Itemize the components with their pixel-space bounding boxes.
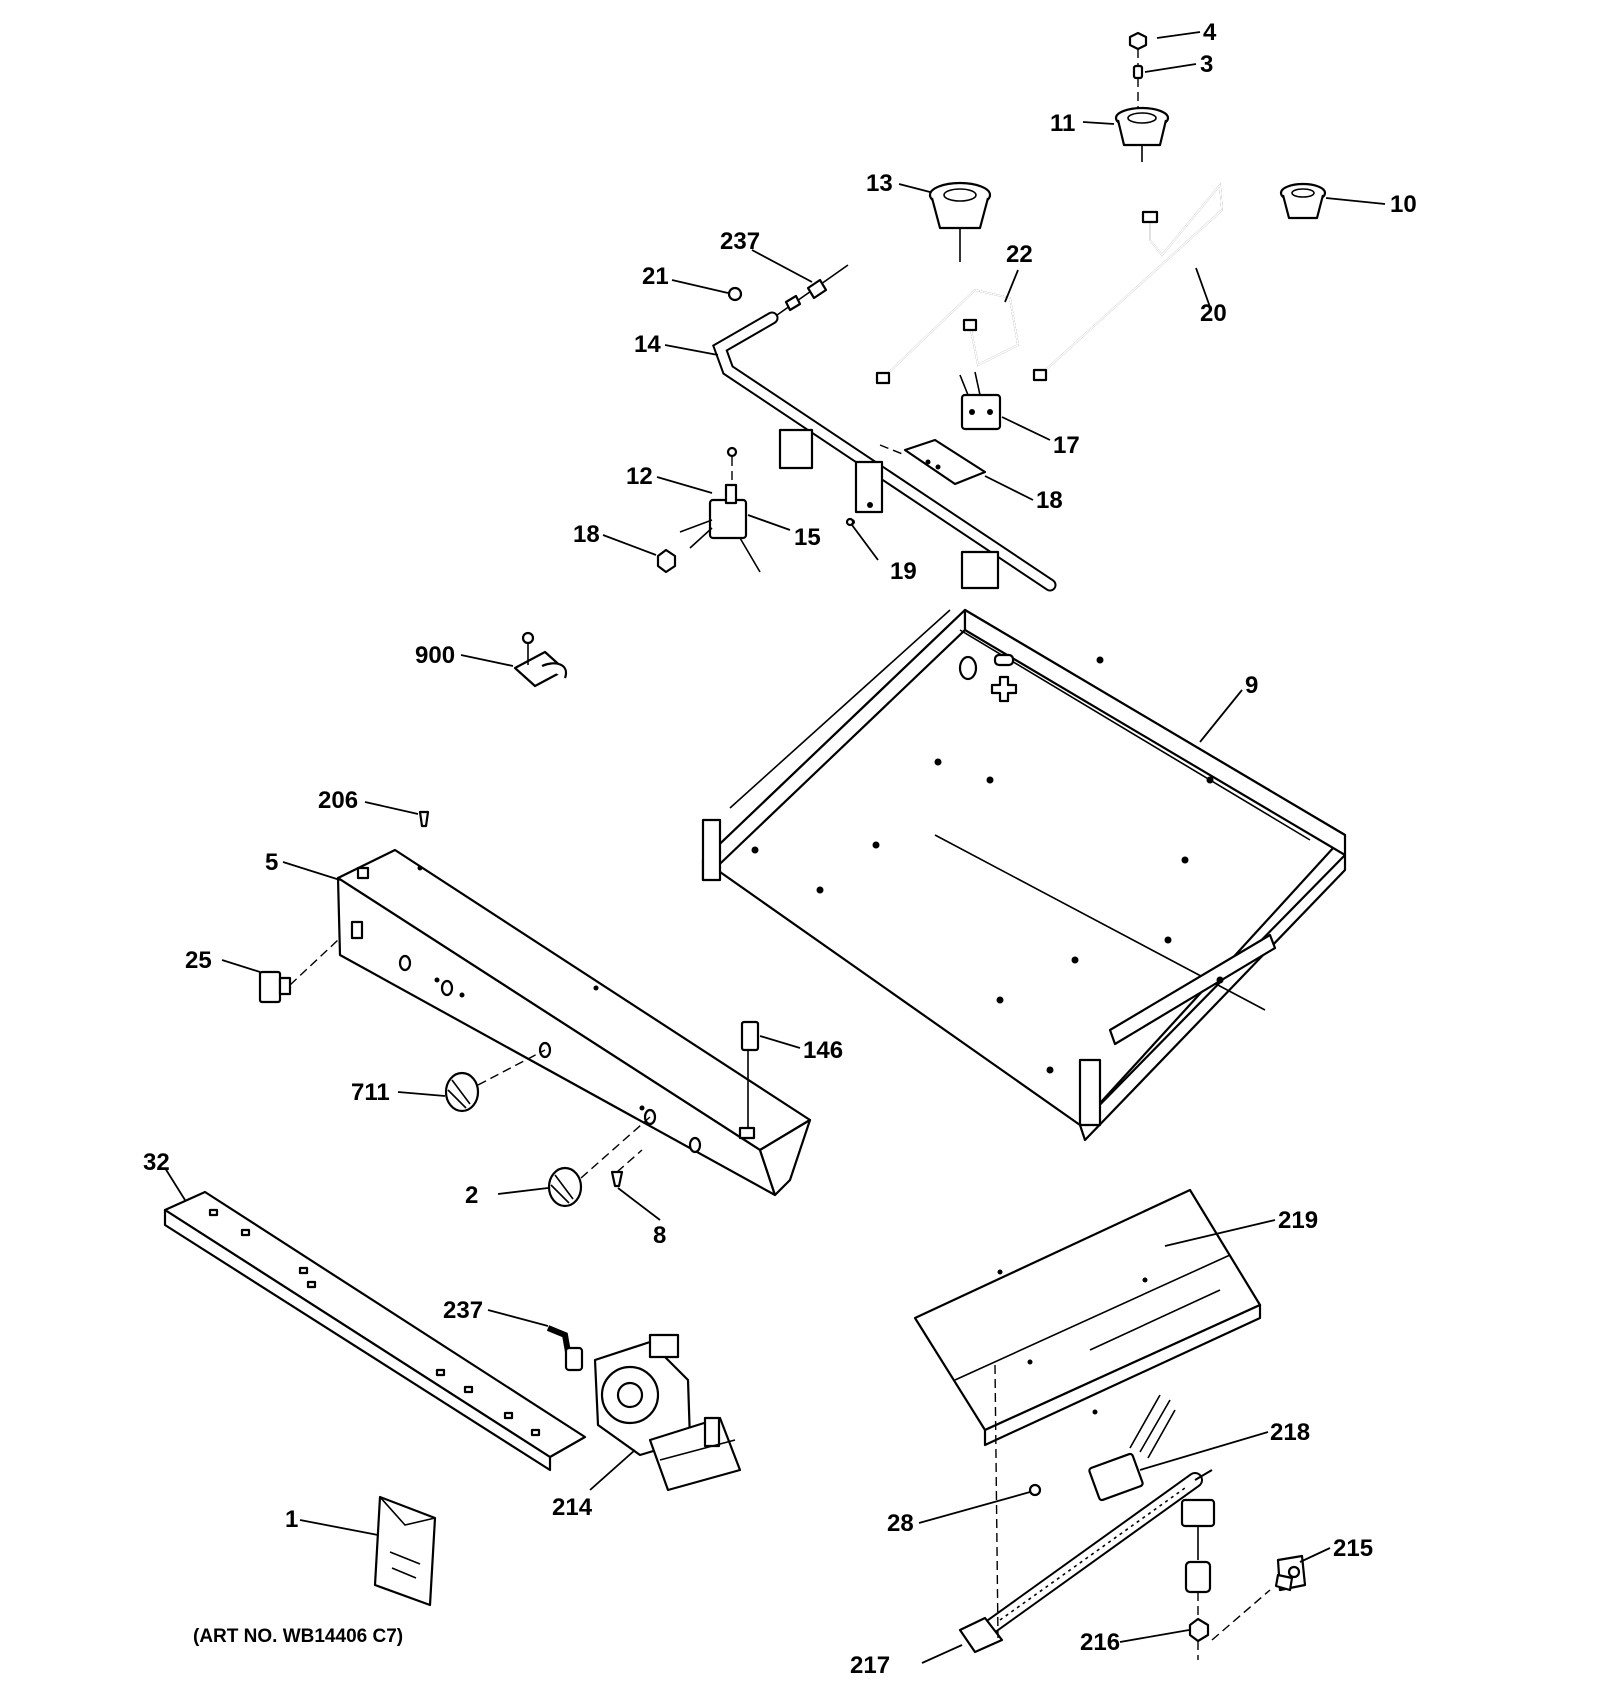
- part-3-screw: [1132, 64, 1144, 80]
- callout-14: 14: [634, 331, 661, 358]
- callout-17: 17: [1053, 432, 1080, 459]
- part-214-gas-valve: [593, 1333, 742, 1492]
- part-4-nut: [1128, 31, 1148, 51]
- part-25-switch: [258, 970, 292, 1004]
- callout-10: 10: [1390, 191, 1417, 218]
- callout-2: 2: [465, 1182, 478, 1209]
- part-19-screw: [845, 517, 855, 527]
- callout-206: 206: [318, 787, 358, 814]
- callout-labels: 4 3 11 13 10 237 21 22 20 14 17 12 18 15…: [143, 19, 1417, 1679]
- part-900-bracket: [513, 631, 568, 688]
- part-1-literature-packet: [373, 1495, 437, 1607]
- callout-218: 218: [1270, 1419, 1310, 1446]
- part-8-screw: [610, 1170, 624, 1188]
- part-206-screw: [418, 810, 430, 828]
- part-711-knob: [444, 1071, 480, 1113]
- callout-900: 900: [415, 642, 455, 669]
- callout-5: 5: [265, 849, 278, 876]
- part-9-burner-box: [701, 608, 1347, 1142]
- part-32-trim-strip: [163, 1190, 587, 1472]
- part-237-fitting-bottom: [546, 1325, 584, 1372]
- callout-237-top: 237: [720, 228, 760, 255]
- part-216-igniter: [1180, 1498, 1216, 1643]
- part-11-burner-head: [1114, 106, 1170, 162]
- part-217-oven-burner: [958, 1469, 1213, 1654]
- callout-1: 1: [285, 1506, 298, 1533]
- part-21-screw: [727, 286, 743, 302]
- part-5-control-panel: [336, 848, 812, 1197]
- part-14-manifold-pipe: [712, 311, 1057, 592]
- callout-28: 28: [887, 1510, 914, 1537]
- callout-214: 214: [552, 1494, 593, 1521]
- callout-21: 21: [642, 263, 669, 290]
- callout-217: 217: [850, 1652, 890, 1679]
- part-146-clip: [738, 1020, 760, 1140]
- part-17-spark-switch: [959, 371, 1002, 431]
- part-12-spark-switch: [679, 446, 761, 573]
- callout-711: 711: [351, 1079, 390, 1106]
- part-13-burner-head: [928, 181, 992, 262]
- part-215-bracket: [1274, 1554, 1307, 1592]
- callout-11: 11: [1050, 110, 1075, 137]
- callout-15: 15: [794, 524, 821, 551]
- callout-146: 146: [803, 1037, 843, 1064]
- callout-237-bottom: 237: [443, 1297, 483, 1324]
- leader-lines: [164, 31, 1386, 1664]
- alignment-lines: [289, 49, 1271, 1660]
- callout-32: 32: [143, 1149, 170, 1176]
- callout-3: 3: [1200, 51, 1213, 78]
- callout-8: 8: [653, 1222, 666, 1249]
- callout-219: 219: [1278, 1207, 1318, 1234]
- callout-25: 25: [185, 947, 212, 974]
- part-22-gas-tube: [875, 289, 1019, 385]
- callout-18-left: 18: [573, 521, 600, 548]
- callout-20: 20: [1200, 300, 1227, 327]
- callout-4: 4: [1203, 19, 1217, 46]
- callout-19: 19: [890, 558, 917, 585]
- part-219-heat-shield: [913, 1188, 1262, 1447]
- part-20-gas-tube: [1032, 182, 1223, 382]
- callout-216: 216: [1080, 1629, 1120, 1656]
- part-2-knob: [547, 1166, 583, 1208]
- callout-9: 9: [1245, 672, 1258, 699]
- callout-18-right: 18: [1036, 487, 1063, 514]
- callout-12: 12: [626, 463, 653, 490]
- part-218-spark-module: [1088, 1394, 1176, 1502]
- callout-13: 13: [866, 170, 893, 197]
- callout-215: 215: [1333, 1535, 1373, 1562]
- part-237-orifice-fitting: [769, 264, 849, 321]
- part-18-bracket-right: [903, 438, 987, 486]
- art-number: (ART NO. WB14406 C7): [193, 1626, 403, 1647]
- part-18-nut-left: [656, 548, 677, 574]
- callout-22: 22: [1006, 241, 1033, 268]
- part-28-screw: [1028, 1483, 1042, 1497]
- part-10-burner-head: [1279, 182, 1327, 220]
